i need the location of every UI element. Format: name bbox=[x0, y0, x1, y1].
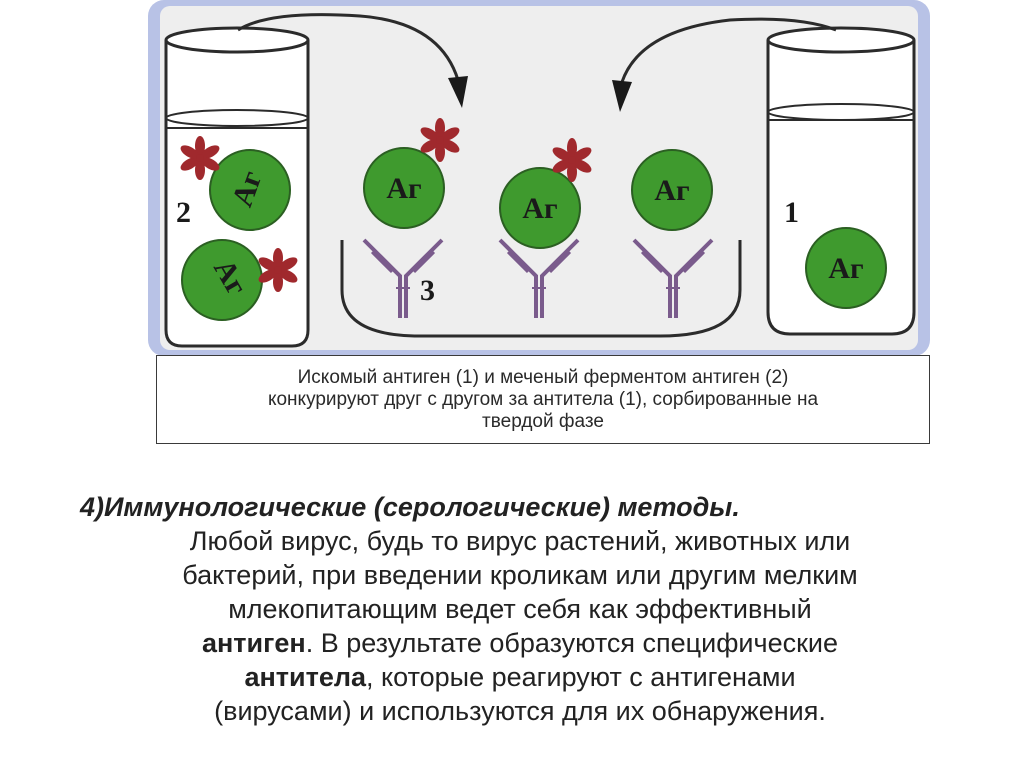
figure-caption: Искомый антиген (1) и меченый ферментом … bbox=[156, 355, 930, 444]
bound-antigen-3: Аг bbox=[632, 150, 712, 230]
text-line-6: (вирусами) и используются для их обнаруж… bbox=[80, 694, 960, 728]
section-heading: 4)Иммунологические (серологические) мето… bbox=[80, 490, 960, 524]
antigen-label: Аг bbox=[654, 174, 689, 207]
elisa-competition-diagram: Аг Аг Аг Аг Аг Аг 2 1 3 bbox=[0, 0, 1024, 360]
text-line-4: антиген. В результате образуются специфи… bbox=[80, 626, 960, 660]
antigen-label: Аг bbox=[386, 172, 421, 205]
caption-line-3: твердой фазе bbox=[482, 411, 604, 433]
caption-line-1: Искомый антиген (1) и меченый ферментом … bbox=[298, 367, 789, 389]
body-text: 4)Иммунологические (серологические) мето… bbox=[80, 490, 960, 728]
term-antibodies: антитела bbox=[244, 662, 366, 692]
left-tube-number: 2 bbox=[176, 196, 191, 229]
text-line-2: бактерий, при введении кроликам или друг… bbox=[80, 558, 960, 592]
text-line-5-rest: , которые реагируют с антигенами bbox=[366, 662, 796, 692]
term-antigen: антиген bbox=[202, 628, 306, 658]
text-line-1: Любой вирус, будь то вирус растений, жив… bbox=[80, 524, 960, 558]
text-line-3: млекопитающим ведет себя как эффективный bbox=[80, 592, 960, 626]
antigen-label: Аг bbox=[522, 192, 557, 225]
antigen-label: Аг bbox=[828, 252, 863, 285]
text-line-5: антитела, которые реагируют с антигенами bbox=[80, 660, 960, 694]
right-tube-number: 1 bbox=[784, 196, 799, 229]
text-line-4-rest: . В результате образуются специфические bbox=[306, 628, 838, 658]
caption-line-2: конкурируют друг с другом за антитела (1… bbox=[268, 389, 818, 411]
antigen-right: Аг bbox=[806, 228, 886, 308]
surface-number: 3 bbox=[420, 274, 435, 307]
